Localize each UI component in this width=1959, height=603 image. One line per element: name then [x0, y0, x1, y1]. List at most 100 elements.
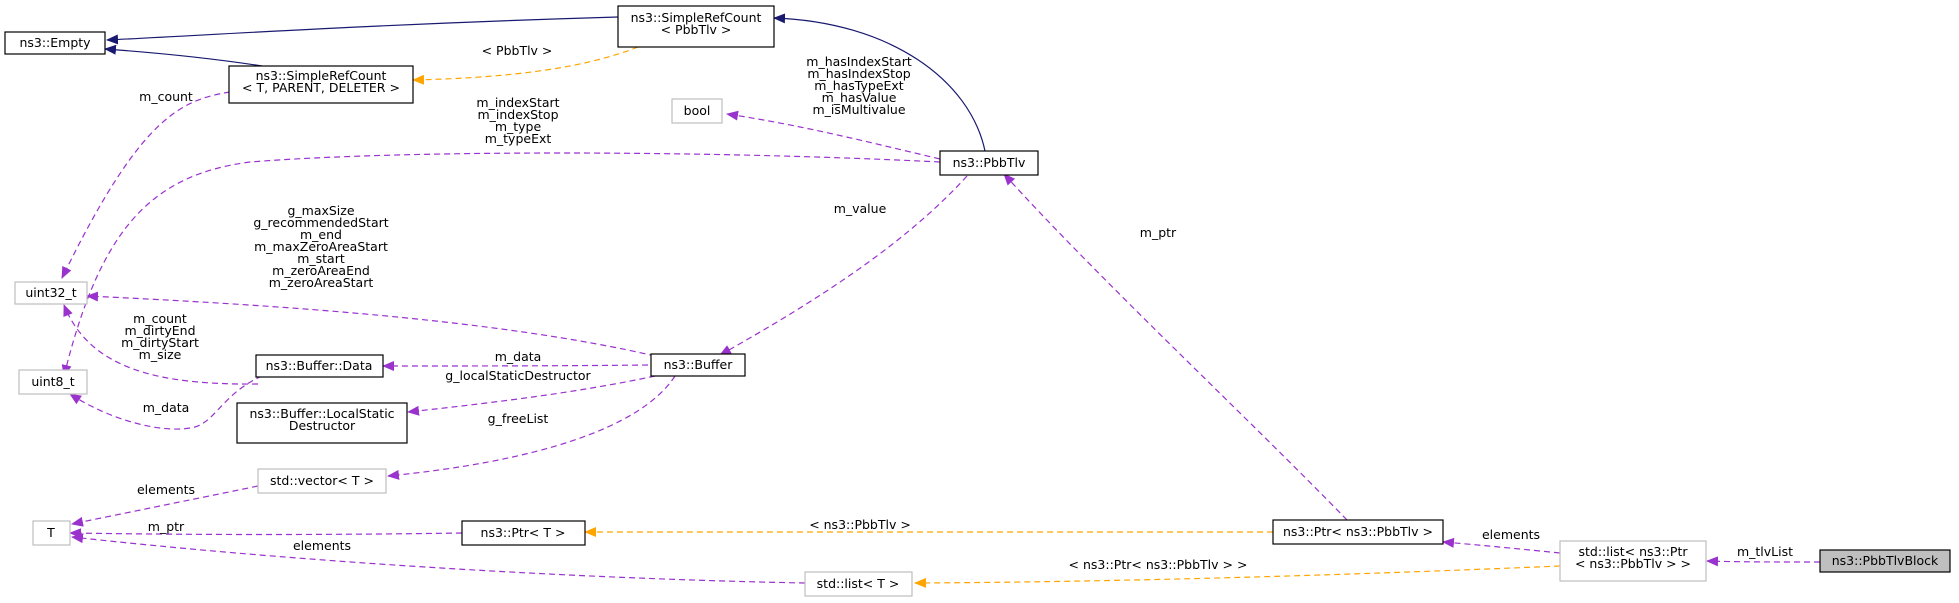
edges	[61, 13, 1821, 588]
node-ns3-ptr-pbbtlv[interactable]: ns3::Ptr< ns3::PbbTlv >	[1272, 519, 1444, 545]
edge-data-uint8	[69, 375, 263, 430]
label-line: m_start	[297, 251, 345, 266]
edge-buffer-localstatic	[407, 375, 656, 416]
label-line: uint8_t	[31, 374, 74, 389]
label-line: elements	[293, 538, 351, 553]
label-line: m_hasIndexStop	[807, 66, 910, 81]
edge-buffer-vector	[387, 375, 676, 480]
node-ns3-buffer[interactable]: ns3::Buffer	[650, 353, 746, 377]
label-line: m_tlvList	[1737, 544, 1793, 559]
node-bool[interactable]: bool	[671, 98, 723, 124]
edge-list-t	[71, 533, 806, 584]
node-label: ns3::Buffer::Data	[266, 358, 373, 373]
label-line: < ns3::Ptr< ns3::PbbTlv > >	[1069, 557, 1248, 572]
label-line: std::vector< T >	[270, 473, 374, 488]
label-line: < T, PARENT, DELETER >	[242, 80, 400, 95]
edge-ptr-pbbtlv	[1003, 173, 1348, 521]
label-line: m_hasTypeExt	[814, 78, 904, 93]
node-std-vector-t[interactable]: std::vector< T >	[257, 468, 387, 494]
node-label: ns3::Ptr< T >	[481, 525, 566, 540]
node-ns3-pbbtlv[interactable]: ns3::PbbTlv	[939, 150, 1039, 176]
edge-m-count-simplerefcount	[61, 91, 231, 279]
label-line: < ns3::PbbTlv >	[809, 517, 911, 532]
edge-label: < ns3::PbbTlv >	[809, 517, 911, 532]
node-label: uint32_t	[25, 285, 76, 300]
node-label: ns3::PbbTlv	[953, 155, 1026, 170]
label-line: ns3::Buffer	[664, 357, 734, 372]
edge-simplerefcount-pbbtlv-to-empty	[106, 16, 619, 45]
node-std-list-ptr-pbbtlv[interactable]: std::list< ns3::Ptr< ns3::PbbTlv > >	[1559, 540, 1707, 582]
label-line: m_data	[495, 349, 542, 364]
label-line: ns3::PbbTlvBlock	[1832, 553, 1939, 568]
node-label: std::list< T >	[817, 576, 900, 591]
edge-label: elements	[1482, 527, 1540, 542]
label-line: < PbbTlv >	[661, 22, 732, 37]
node-label: ns3::PbbTlvBlock	[1832, 553, 1939, 568]
label-line: g_freeList	[488, 411, 549, 426]
edge-label: < ns3::Ptr< ns3::PbbTlv > >	[1069, 557, 1248, 572]
node-uint32-t[interactable]: uint32_t	[14, 281, 88, 305]
label-line: g_maxSize	[287, 203, 354, 218]
node-label: ns3::SimpleRefCount< PbbTlv >	[631, 10, 762, 37]
node-std-list-t[interactable]: std::list< T >	[804, 571, 913, 597]
label-line: g_recommendedStart	[253, 215, 388, 230]
edge-template-list	[914, 565, 1561, 588]
edge-template-simplerefcount	[412, 46, 639, 85]
node-label: std::vector< T >	[270, 473, 374, 488]
edge-pbbtlv-uint8	[61, 152, 941, 377]
edge-label: m_tlvList	[1737, 544, 1793, 559]
edge-ptr-t	[69, 528, 463, 539]
label-line: ns3::Ptr< ns3::PbbTlv >	[1283, 524, 1433, 539]
node-label: ns3::Empty	[19, 35, 91, 50]
node-ns3-pbbtlvblock[interactable]: ns3::PbbTlvBlock	[1819, 549, 1951, 573]
node-ns3-empty[interactable]: ns3::Empty	[4, 31, 106, 55]
label-line: m_count	[139, 89, 193, 104]
edge-simplerefcount-t-to-empty	[104, 44, 263, 67]
label-line: m_zeroAreaStart	[269, 275, 374, 290]
edge-label: m_value	[834, 201, 887, 216]
node-ns3-simplerefcount-pbbtlv[interactable]: ns3::SimpleRefCount< PbbTlv >	[617, 5, 775, 48]
node-label: std::list< ns3::Ptr< ns3::PbbTlv > >	[1575, 544, 1691, 571]
label-line: Destructor	[289, 418, 356, 433]
node-uint8-t[interactable]: uint8_t	[18, 369, 88, 395]
edge-label: elements	[293, 538, 351, 553]
node-ns3-buffer-data[interactable]: ns3::Buffer::Data	[255, 354, 384, 378]
edge-data-uint32	[63, 304, 259, 385]
label-line: elements	[137, 482, 195, 497]
node-t[interactable]: T	[32, 520, 71, 546]
edge-pbbtlv-buffer	[719, 175, 968, 356]
label-line: bool	[684, 103, 711, 118]
edge-buffer-data	[382, 360, 649, 371]
edge-vector-t	[71, 485, 259, 527]
label-line: m_ptr	[148, 519, 185, 534]
label-line: m_end	[300, 227, 342, 242]
label-line: m_indexStart	[476, 95, 559, 110]
nodes: ns3::Empty ns3::SimpleRefCount< PbbTlv >…	[4, 5, 1951, 597]
edge-buffer-uint32	[86, 291, 656, 357]
node-label: T	[46, 525, 55, 540]
label-line: ns3::Buffer::LocalStatic	[249, 406, 394, 421]
edge-label: g_localStaticDestructor	[445, 368, 591, 383]
node-ns3-ptr-t[interactable]: ns3::Ptr< T >	[461, 520, 586, 546]
edge-label: m_ptr	[148, 519, 185, 534]
label-line: ns3::Buffer::Data	[266, 358, 373, 373]
edge-pbbtlv-to-simplerefcount	[773, 13, 986, 152]
edge-label: m_data	[495, 349, 542, 364]
edge-label: g_freeList	[488, 411, 549, 426]
edge-tlvblock-list	[1706, 556, 1821, 567]
label-line: m_zeroAreaEnd	[272, 263, 370, 278]
label-line: std::list< ns3::Ptr	[1579, 544, 1689, 559]
node-label: ns3::Ptr< ns3::PbbTlv >	[1283, 524, 1433, 539]
label-line: m_size	[139, 347, 182, 362]
edge-pbbtlv-bool	[726, 110, 941, 160]
label-line: < PbbTlv >	[482, 43, 553, 58]
label-line: m_isMultivalue	[812, 102, 905, 117]
node-ns3-simplerefcount-t[interactable]: ns3::SimpleRefCount< T, PARENT, DELETER …	[228, 65, 414, 104]
label-line: m_hasValue	[822, 90, 897, 105]
